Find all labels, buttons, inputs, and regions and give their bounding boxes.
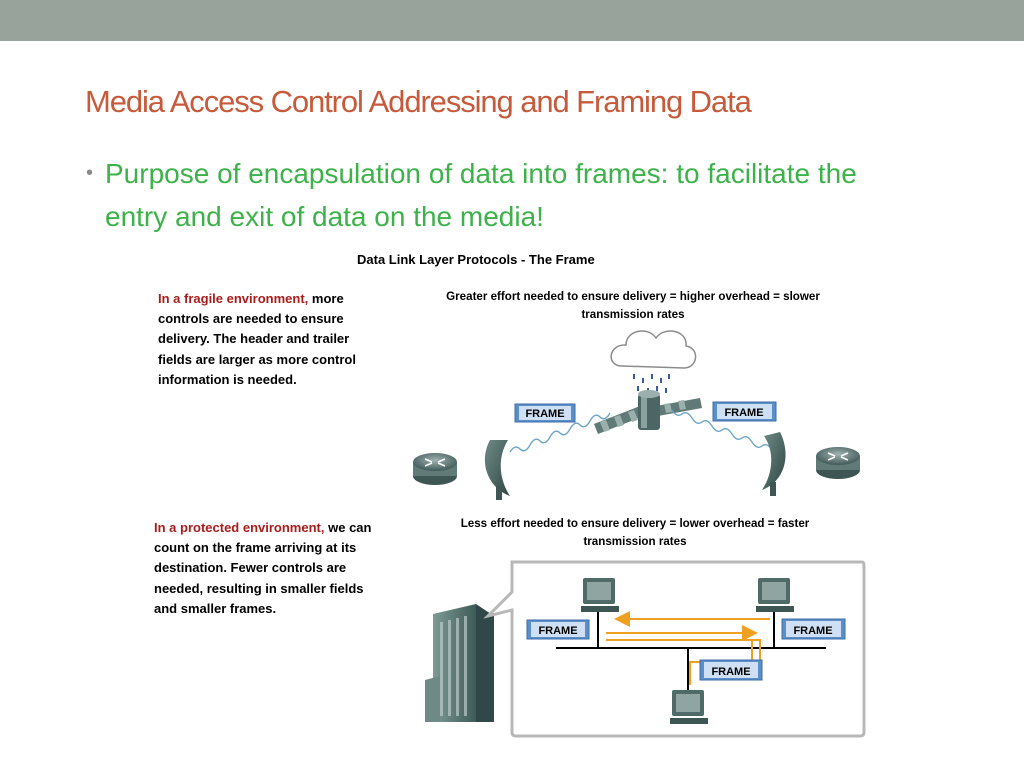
frame-label-fragile-right: FRAME xyxy=(724,407,763,419)
office-building-icon xyxy=(425,604,494,722)
frame-box-fragile-left: FRAME xyxy=(514,403,576,423)
frame-label-protected-left: FRAME xyxy=(538,625,577,637)
frame-label-protected-right: FRAME xyxy=(793,625,832,637)
frame-box-protected-left: FRAME xyxy=(526,619,590,640)
fragile-note: In a fragile environment, more controls … xyxy=(158,289,383,390)
fragile-note-body: more controls are needed to ensure deliv… xyxy=(158,291,356,387)
frame-label-fragile-left: FRAME xyxy=(525,408,564,420)
bullet-dot-icon: • xyxy=(86,162,94,184)
frame-box-protected-right: FRAME xyxy=(781,618,846,640)
computer-top-left-icon xyxy=(581,578,619,612)
satellite-icon xyxy=(594,390,702,434)
slide-title: Media Access Control Addressing and Fram… xyxy=(85,84,752,119)
computer-bottom-icon xyxy=(670,690,708,724)
bullet-text: Purpose of encapsulation of data into fr… xyxy=(105,158,857,232)
protected-note-body: we can count on the frame arriving at it… xyxy=(154,520,372,616)
ethernet-bus-line xyxy=(556,612,826,690)
satellite-dish-left-icon xyxy=(484,440,510,500)
figure-title: Data Link Layer Protocols - The Frame xyxy=(357,252,595,267)
protected-note: In a protected environment, we can count… xyxy=(154,518,386,619)
router-right-icon xyxy=(816,447,860,479)
protected-caption: Less effort needed to ensure delivery = … xyxy=(460,517,810,548)
wireless-signal-left xyxy=(509,412,611,453)
frame-box-protected-bottom: FRAME xyxy=(699,659,763,681)
protected-note-lead: In a protected environment, xyxy=(154,520,325,535)
fragile-note-lead: In a fragile environment, xyxy=(158,291,309,306)
top-bar xyxy=(0,0,1024,41)
storm-cloud-icon xyxy=(610,330,697,393)
router-left-icon xyxy=(413,453,457,485)
computer-top-right-icon xyxy=(756,578,794,612)
fragile-caption: Greater effort needed to ensure delivery… xyxy=(446,290,820,321)
frame-box-fragile-right: FRAME xyxy=(712,401,777,422)
frame-label-protected-bottom: FRAME xyxy=(711,666,750,678)
wireless-signal-right xyxy=(671,409,773,451)
satellite-dish-right-icon xyxy=(762,432,786,496)
